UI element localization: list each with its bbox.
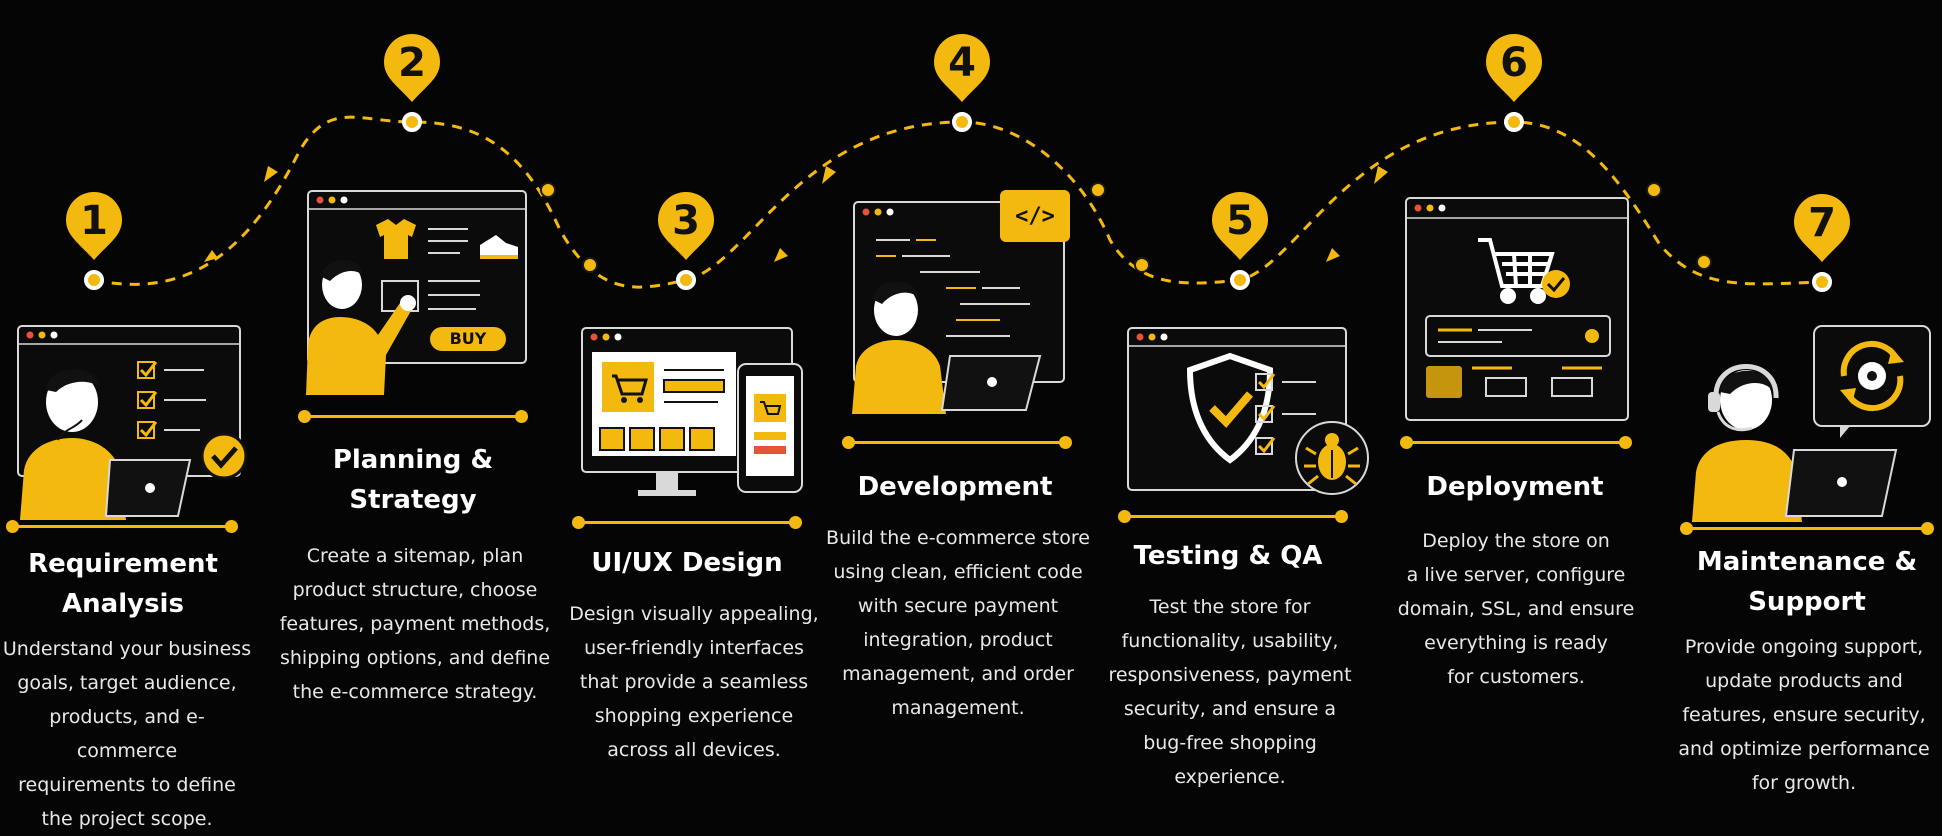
laptop-icon [940,355,1042,411]
support-agent-headset-icon [1692,364,1802,522]
step-7-title: Maintenance & Support [1696,547,1918,617]
step-6-separator [1400,436,1632,449]
step-7-illustration [1692,325,1931,522]
step-number: 4 [948,40,976,86]
path-dot [540,182,556,198]
step-7-separator [1680,522,1934,535]
shopping-cart-icon [1478,238,1555,304]
step-2-illustration: BUY [306,190,527,395]
product-bag-icon [599,427,715,451]
step-4-description: Build the e-commerce store using clean, … [826,527,1090,719]
arrowhead-icon [1374,166,1388,184]
step-5-description: Test the store for functionality, usabil… [1108,596,1352,788]
browser-window-icon [307,190,527,364]
step-4-title: Development [857,472,1053,502]
check-badge-icon [200,432,248,480]
step-1-description: Understand your business goals, target a… [2,638,252,830]
step-5-marker: 5 [1210,190,1270,270]
marker-anchor [402,112,422,132]
sneaker-icon [480,235,518,259]
marker-anchor [1230,270,1250,290]
map-pin-icon [66,192,122,260]
step-number: 1 [80,198,108,244]
code-tag-icon: </> [1000,190,1070,242]
checklist-icon [1255,373,1316,455]
arrowhead-icon [264,166,278,182]
bug-icon [1295,421,1369,495]
step-2-marker: 2 [382,32,442,112]
step-7-marker: 7 [1792,192,1852,272]
arrowhead-icon [204,250,218,262]
arrowhead-icon [774,248,788,262]
step-5-illustration [1127,327,1369,495]
developer-person-icon [852,281,946,414]
step-number: 3 [672,198,700,244]
path-dot [1134,257,1150,273]
step-3-title: UI/UX Design [591,548,783,578]
map-pin-icon [384,34,440,102]
step-number: 7 [1808,200,1836,246]
path-dot [1646,182,1662,198]
person-thinking-icon [20,369,126,520]
server-icon [1425,315,1611,398]
laptop-icon [104,459,192,517]
map-pin-icon [934,34,990,102]
step-number: 6 [1500,40,1528,86]
path-dot [1696,254,1712,270]
step-number: 5 [1226,198,1254,244]
step-1-separator [6,520,238,533]
step-1-title: Requirement Analysis [28,549,218,619]
code-tag-label: </> [1015,204,1055,229]
tshirt-icon [376,219,416,259]
marker-anchor [84,270,104,290]
step-7-description: Provide ongoing support, update products… [1678,636,1930,794]
buy-button-graphic: BUY [430,327,506,351]
step-6-title: Deployment [1426,472,1604,502]
laptop-icon [1784,449,1898,517]
code-editor-icon [853,201,1065,383]
path-dot [582,257,598,273]
arrowhead-icon [822,166,836,184]
arrowhead-icon [1326,248,1340,262]
path-dot [1090,182,1106,198]
buy-label: BUY [450,329,487,348]
map-pin-icon [1486,34,1542,102]
map-pin-icon [1794,194,1850,262]
process-diagram: 1 2 3 4 5 6 7 [3,32,1934,830]
marker-anchor [952,112,972,132]
step-3-marker: 3 [656,190,716,270]
step-3-illustration [581,327,803,496]
step-6-marker: 6 [1484,32,1544,112]
step-1-illustration [17,325,248,520]
step-6-illustration [1405,197,1629,421]
smartphone-icon [737,363,803,493]
checklist-icon [137,361,206,439]
browser-window-icon [1405,197,1629,421]
shopping-cart-icon [602,362,654,412]
marker-anchor [1812,272,1832,292]
process-path [84,112,1832,292]
step-6-description: Deploy the store on a live server, confi… [1397,530,1635,688]
step-4-illustration: </> [852,190,1070,414]
step-3-description: Design visually appealing, user-friendly… [569,603,819,761]
step-3-separator [572,516,802,529]
step-2-separator [298,410,528,423]
check-badge-icon [1542,270,1570,298]
step-1-marker: 1 [64,190,124,270]
step-2-title: Planning & Strategy [332,445,494,515]
gear-refresh-icon [1813,325,1931,438]
marker-anchor [1504,112,1524,132]
step-number: 2 [398,40,426,86]
step-4-separator [842,436,1072,449]
person-pointing-icon [306,260,416,395]
step-5-separator [1118,510,1348,523]
map-pin-icon [1212,192,1268,260]
marker-anchor [676,270,696,290]
step-2-description: Create a sitemap, plan product structure… [279,545,551,703]
step-5-title: Testing & QA [1133,541,1323,571]
map-pin-icon [658,192,714,260]
step-4-marker: 4 [932,32,992,112]
